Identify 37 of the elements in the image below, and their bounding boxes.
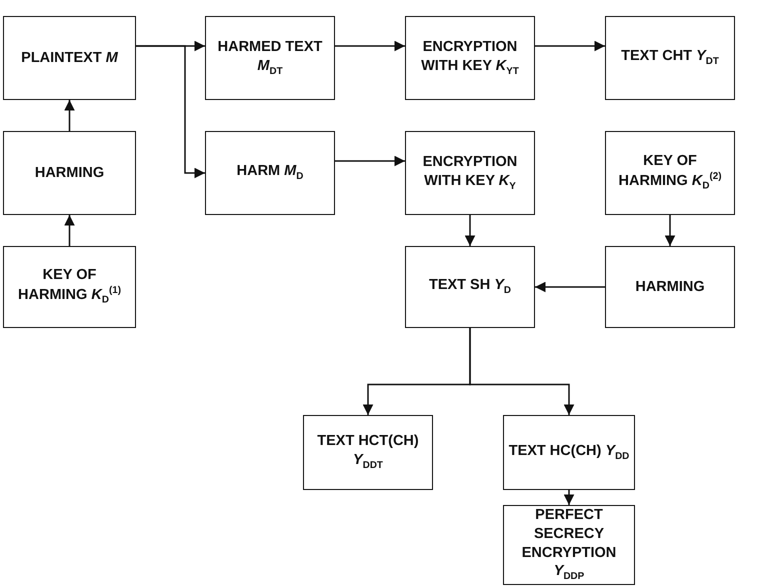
arrow	[64, 215, 75, 246]
box-label: PERFECT SECRECY ENCRYPTION Y$_{DDP}$	[520, 506, 618, 584]
box-label: TEXT SH Y$_{D}$	[428, 276, 512, 298]
box-label: PLAINTEXT M	[21, 48, 118, 68]
arrow	[564, 490, 574, 505]
process-box	[3, 131, 136, 215]
process-box	[503, 415, 635, 490]
arrow	[335, 40, 405, 52]
process-box	[405, 131, 535, 215]
process-box	[605, 16, 735, 100]
process-box	[503, 505, 635, 585]
process-box	[3, 246, 136, 328]
box-label: HARM M$_{D}$	[236, 162, 304, 184]
box-label: HARMING	[635, 278, 705, 296]
box-label: HARMED TEXT M$_{DT}$	[216, 38, 324, 78]
arrow	[535, 282, 605, 292]
arrow	[136, 45, 205, 178]
box-label: TEXT CHT Y$_{DT}$	[621, 47, 719, 69]
box-label: TEXT HCT(CH) Y$_{DDT}$	[316, 432, 420, 473]
box-label: TEXT HC(CH) Y$_{DD}$	[508, 442, 630, 464]
process-box	[205, 131, 335, 215]
box-label: ENCRYPTION WITH KEY K$_{Y}$	[422, 152, 518, 194]
process-box	[605, 131, 735, 215]
process-box	[3, 16, 136, 100]
process-box	[405, 16, 535, 100]
arrow	[469, 328, 574, 415]
arrow	[535, 40, 605, 52]
arrow	[464, 215, 476, 246]
process-box	[405, 246, 535, 328]
process-box	[605, 246, 735, 328]
box-label: ENCRYPTION WITH KEY K$_{YT}$	[420, 38, 520, 78]
process-box	[205, 16, 335, 100]
box-label: HARMING	[34, 164, 104, 182]
arrow	[664, 215, 676, 246]
process-box	[303, 415, 433, 490]
arrow	[64, 100, 75, 131]
arrow	[335, 156, 405, 166]
